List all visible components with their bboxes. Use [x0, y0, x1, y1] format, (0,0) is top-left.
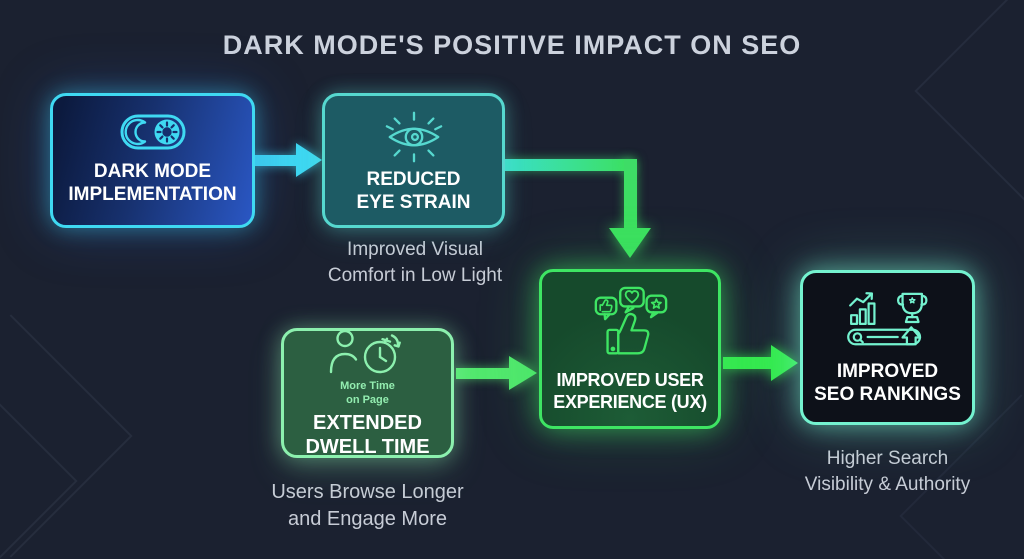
- node-label: IMPROVED USER EXPERIENCE (UX): [553, 370, 707, 412]
- arrowhead-right-icon: [296, 143, 322, 177]
- node-improved-user-experience: IMPROVED USER EXPERIENCE (UX): [539, 269, 721, 429]
- node-label: REDUCED EYE STRAIN: [356, 168, 471, 213]
- node-dark-mode-implementation: DARK MODE IMPLEMENTATION: [50, 93, 255, 228]
- node-extended-dwell-time: More Time on Page EXTENDED DWELL TIME: [281, 328, 454, 458]
- arrow-dwell-to-ux: [456, 368, 509, 379]
- arrowhead-down-icon: [609, 228, 651, 258]
- arrow-eye-strain-to-ux-vertical: [624, 159, 637, 229]
- arrowhead-right-icon: [509, 356, 537, 390]
- eye-icon: [383, 107, 445, 167]
- node-label: DARK MODE IMPLEMENTATION: [68, 161, 237, 205]
- arrowhead-right-icon: [771, 345, 798, 381]
- thumbs-up-reactions-icon: [588, 284, 672, 366]
- arrow-eye-strain-to-ux-horizontal: [504, 159, 632, 171]
- caption-eye-strain: Improved Visual Comfort in Low Light: [327, 239, 503, 286]
- more-time-on-page-badge: More Time on Page: [340, 380, 395, 406]
- node-reduced-eye-strain: REDUCED EYE STRAIN: [322, 93, 505, 228]
- node-label: IMPROVED SEO RANKINGS: [814, 360, 961, 405]
- arrow-ux-to-seo: [723, 357, 771, 369]
- caption-dwell-time: Users Browse Longer and Engage More: [271, 481, 464, 530]
- node-label: EXTENDED DWELL TIME: [305, 411, 430, 458]
- arrow-dark-mode-to-eye-strain: [253, 155, 297, 166]
- dark-mode-toggle-icon: [120, 114, 186, 150]
- page-title: DARK MODE'S POSITIVE IMPACT ON SEO: [222, 30, 802, 60]
- person-stopwatch-icon: [328, 327, 408, 377]
- chart-trophy-search-icon: [840, 289, 936, 353]
- caption-seo-rankings: Higher Search Visibility & Authority: [804, 448, 971, 495]
- node-improved-seo-rankings: IMPROVED SEO RANKINGS: [800, 270, 975, 425]
